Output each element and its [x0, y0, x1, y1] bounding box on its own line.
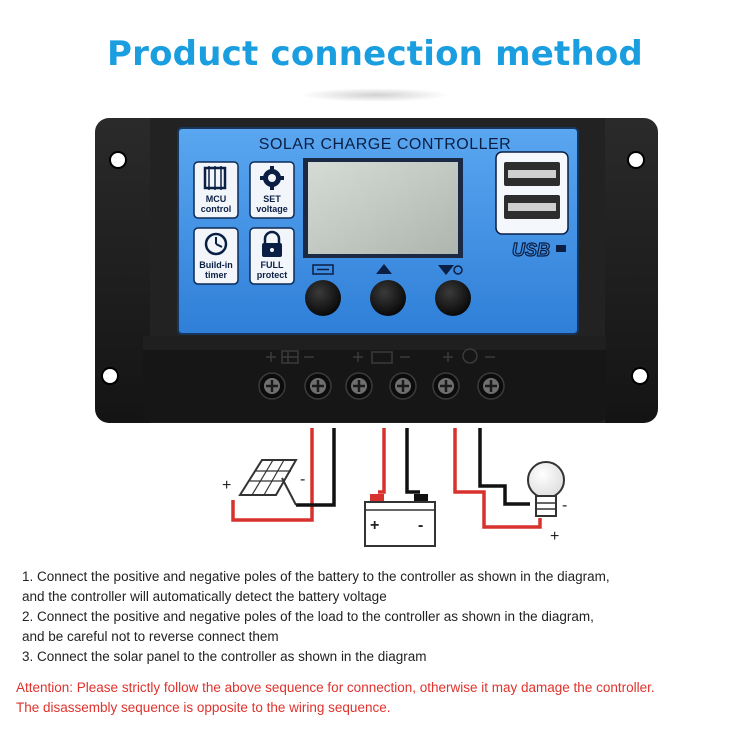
- terminal-screw[interactable]: [345, 372, 373, 400]
- battery-minus-label: -: [418, 517, 423, 534]
- feature-mcu-line1: MCU: [206, 194, 227, 204]
- mount-hole-top-right: [627, 151, 645, 169]
- wires: [231, 428, 542, 529]
- instruction-line: 2. Connect the positive and negative pol…: [22, 609, 594, 624]
- title-shadow: [300, 88, 450, 102]
- solar-panel: + -: [222, 459, 305, 506]
- load-terminal-legend: [443, 348, 495, 364]
- usb-ports: USB: [495, 151, 569, 261]
- instruction-line: 3. Connect the solar panel to the contro…: [22, 649, 427, 664]
- instruction-line: 1. Connect the positive and negative pol…: [22, 569, 610, 584]
- mount-hole-top-left: [109, 151, 127, 169]
- terminal-screw[interactable]: [304, 372, 332, 400]
- mount-hole-bottom-left: [101, 367, 119, 385]
- battery-negative-wire: [405, 428, 420, 494]
- feature-tile-protect: FULL protect: [249, 227, 295, 285]
- load-positive-wire: [453, 428, 542, 529]
- light-bulb-icon: - +: [527, 461, 567, 545]
- usb-plug-icon: [556, 245, 566, 252]
- up-button[interactable]: [370, 280, 406, 316]
- battery-button-icon: [312, 264, 334, 275]
- feature-tile-mcu: MCU control: [193, 161, 239, 219]
- feature-mcu-line2: control: [201, 204, 232, 214]
- battery: + -: [364, 494, 436, 547]
- terminal-screw[interactable]: [258, 372, 286, 400]
- load-negative-wire: [478, 428, 530, 506]
- battery-button[interactable]: [305, 280, 341, 316]
- terminal-screws: [258, 372, 505, 400]
- connection-diagram: SOLAR CHARGE CONTROLLER MCU control SET …: [95, 118, 658, 547]
- feature-protect-line2: protect: [257, 270, 288, 280]
- page-title: Product connection method: [107, 34, 643, 74]
- feature-set-line2: voltage: [256, 204, 288, 214]
- feature-tile-set-voltage: SET voltage: [249, 161, 295, 219]
- load-plus-label: +: [550, 528, 559, 545]
- solar-plus-label: +: [222, 477, 231, 494]
- terminal-screw[interactable]: [389, 372, 417, 400]
- solar-positive-wire: [231, 428, 314, 522]
- feature-timer-line2: timer: [205, 270, 228, 280]
- feature-set-line1: SET: [263, 194, 281, 204]
- solar-minus-label: -: [300, 471, 305, 488]
- up-arrow-icon: [376, 264, 392, 274]
- terminal-block: [143, 336, 606, 422]
- solar-terminal-legend: [266, 350, 314, 364]
- clock-icon: [204, 232, 228, 256]
- mount-hole-bottom-right: [631, 367, 649, 385]
- lock-icon: [262, 230, 282, 257]
- feature-protect-line1: FULL: [261, 260, 284, 270]
- load-minus-label: -: [562, 497, 567, 514]
- feature-timer-line1: Build-in: [199, 260, 233, 270]
- terminal-screw[interactable]: [432, 372, 460, 400]
- down-arrow-icon: [438, 265, 463, 275]
- lcd-screen: [303, 158, 463, 258]
- terminal-screw[interactable]: [477, 372, 505, 400]
- gear-icon: [260, 166, 284, 190]
- warning-line: The disassembly sequence is opposite to …: [16, 700, 391, 715]
- mcu-chip-icon: [203, 166, 227, 190]
- down-button[interactable]: [435, 280, 471, 316]
- instruction-line: and be careful not to reverse connect th…: [22, 629, 279, 644]
- usb-label: USB: [512, 240, 550, 260]
- warning-line: Attention: Please strictly follow the ab…: [16, 680, 655, 695]
- controller-header: SOLAR CHARGE CONTROLLER: [259, 136, 511, 153]
- battery-terminal-legend: [353, 351, 410, 364]
- feature-tile-timer: Build-in timer: [193, 227, 239, 285]
- battery-plus-label: +: [370, 517, 379, 534]
- solar-negative-wire: [296, 428, 336, 507]
- instruction-line: and the controller will automatically de…: [22, 589, 387, 604]
- battery-positive-wire: [378, 428, 386, 494]
